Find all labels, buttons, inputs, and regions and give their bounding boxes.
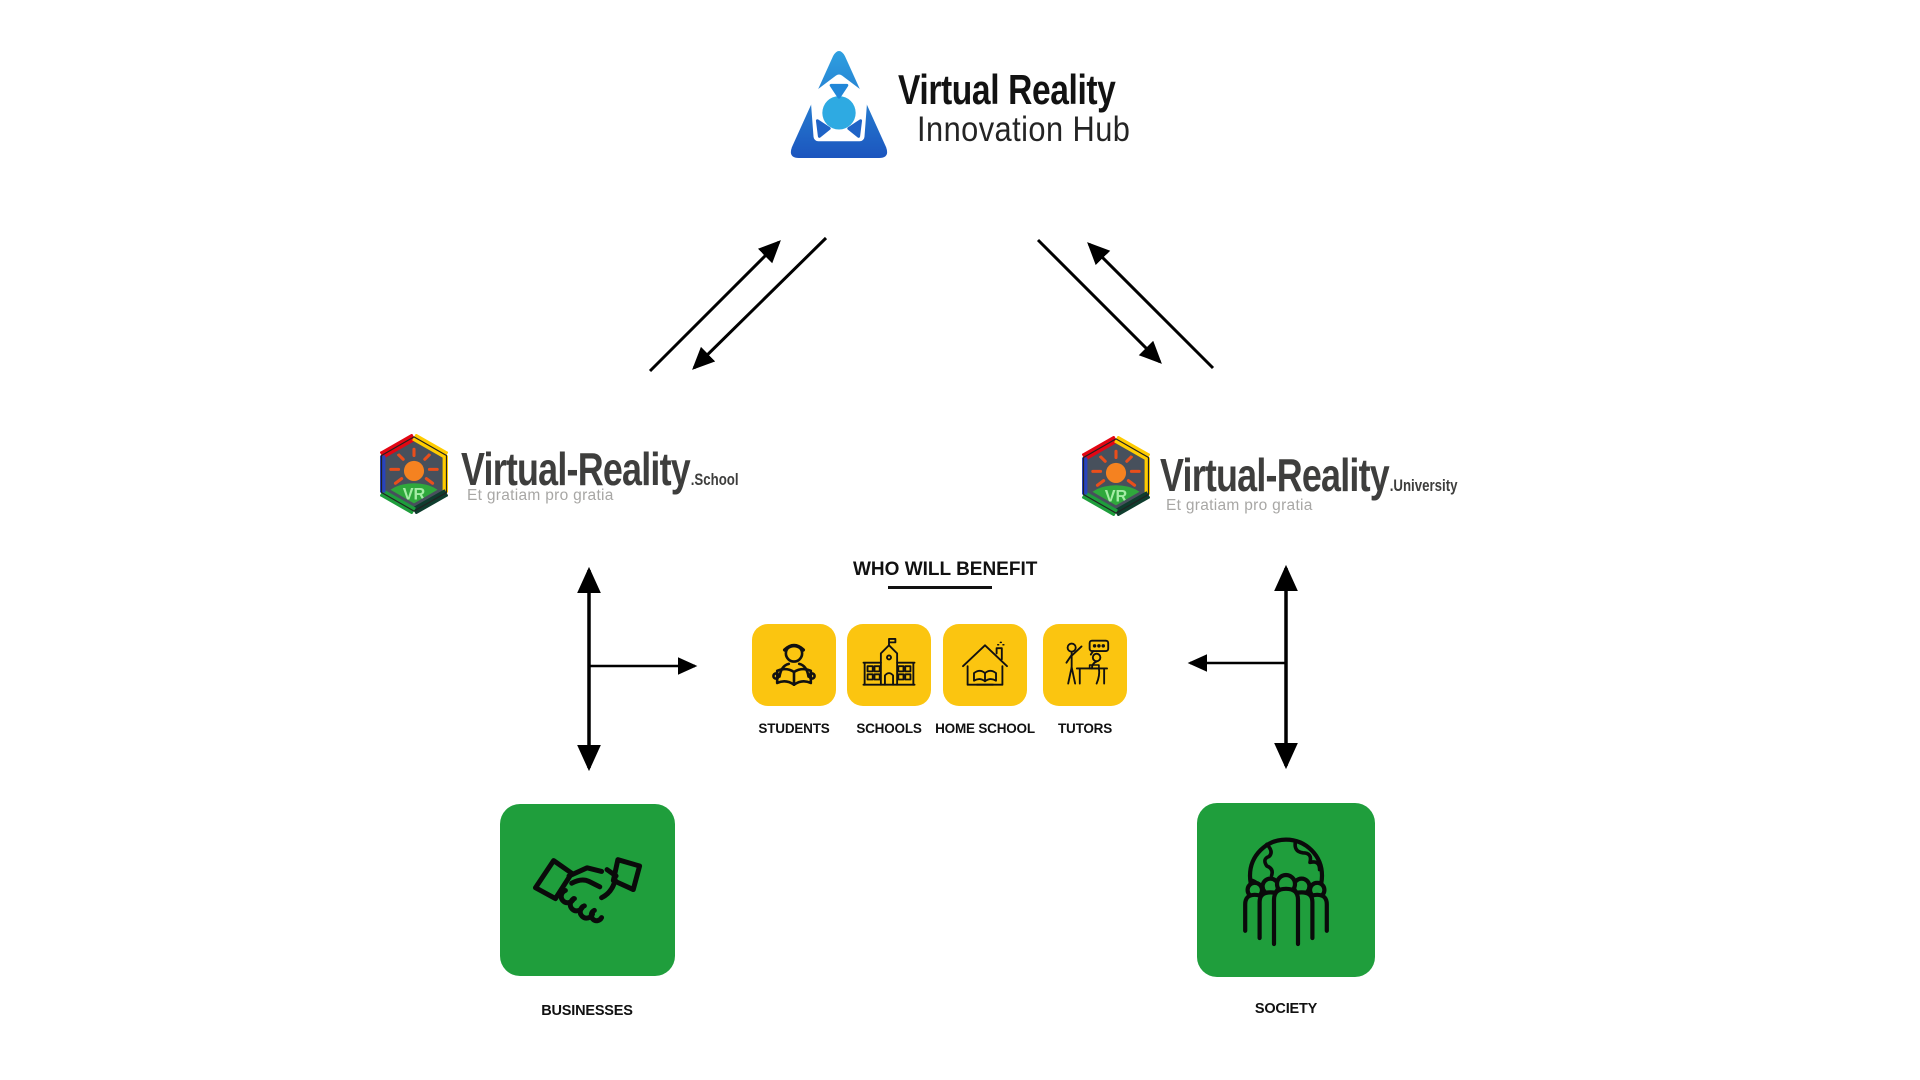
school-tagline: Et gratiam pro gratia bbox=[467, 487, 614, 504]
tutor-teaching-icon bbox=[1065, 639, 1110, 685]
handshake-icon bbox=[532, 857, 642, 924]
benefit-card-tutors bbox=[1043, 624, 1127, 706]
hub-triangle-logo-icon bbox=[790, 51, 888, 158]
university-tagline: Et gratiam pro gratia bbox=[1166, 497, 1313, 514]
school-building-icon bbox=[862, 637, 916, 686]
arrow-hub-to-university bbox=[1036, 238, 1162, 364]
university-vr-badge: VR bbox=[1105, 488, 1128, 506]
school-brand: Virtual-Reality.School bbox=[461, 442, 739, 496]
arrow-school-to-hub bbox=[648, 240, 781, 373]
university-brand-name: Virtual-Reality bbox=[1160, 449, 1390, 501]
benefit-card-schools bbox=[847, 624, 931, 706]
benefit-label-students: STUDENTS bbox=[758, 721, 830, 736]
school-brand-domain: .School bbox=[690, 470, 739, 489]
hub-title: Virtual Reality bbox=[898, 66, 1116, 113]
house-book-icon bbox=[962, 641, 1008, 686]
university-hexagon-logo-icon: VR bbox=[1082, 436, 1150, 516]
arrow-hub-to-school bbox=[692, 236, 828, 370]
globe-people-icon bbox=[1243, 837, 1329, 947]
benefit-heading-underline bbox=[888, 586, 992, 589]
outcome-card-businesses bbox=[500, 804, 675, 976]
benefit-label-schools: SCHOOLS bbox=[856, 721, 922, 736]
school-vr-badge: VR bbox=[403, 486, 426, 504]
hub-subtitle: Innovation Hub bbox=[917, 110, 1131, 149]
student-reading-icon bbox=[772, 643, 816, 687]
school-hexagon-logo-icon: VR bbox=[380, 434, 448, 514]
university-brand-domain: .University bbox=[1389, 476, 1458, 495]
benefit-label-home-school: HOME SCHOOL bbox=[935, 721, 1035, 736]
benefit-card-home-school bbox=[943, 624, 1027, 706]
outcome-label-businesses: BUSINESSES bbox=[541, 1003, 633, 1019]
outcome-label-society: SOCIETY bbox=[1254, 1001, 1318, 1017]
benefit-card-students bbox=[752, 624, 836, 706]
school-brand-name: Virtual-Reality bbox=[461, 443, 691, 495]
university-brand: Virtual-Reality.University bbox=[1160, 448, 1458, 502]
outcome-card-society bbox=[1197, 803, 1375, 977]
benefit-label-tutors: TUTORS bbox=[1057, 721, 1113, 736]
arrow-university-to-hub bbox=[1087, 242, 1215, 370]
benefit-heading: WHO WILL BENEFIT bbox=[853, 559, 1038, 580]
